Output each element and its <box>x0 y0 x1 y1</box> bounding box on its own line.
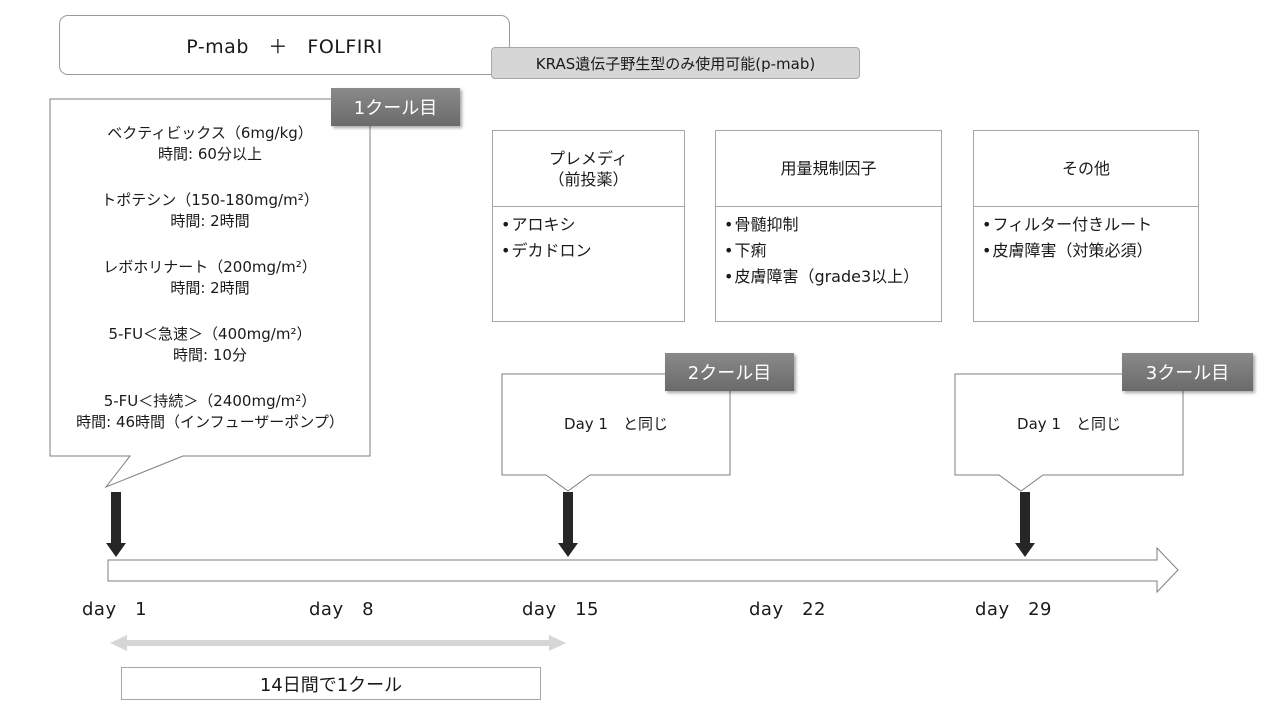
cycle2-content: Day 1 と同じ <box>502 413 730 434</box>
other-list: フィルター付きルート 皮膚障害（対策必須） <box>974 207 1198 264</box>
cycle-span-text: 14日間で1クール <box>259 674 403 696</box>
cycle-span-label: 14日間で1クール <box>121 667 541 700</box>
drug-name: 5-FU＜持続＞（2400mg/m²） <box>103 392 317 410</box>
premed-title-line2: （前投薬） <box>548 169 629 189</box>
cycle2-tag-text: 2クール目 <box>687 363 772 384</box>
drug-item: 5-FU＜急速＞（400mg/m²） 時間: 10分 <box>50 324 370 366</box>
other-title: その他 <box>1061 159 1110 178</box>
drug-time: 時間: 2時間 <box>170 212 250 230</box>
day-label: day 8 <box>309 599 375 620</box>
cycle3-tag-text: 3クール目 <box>1145 363 1230 384</box>
drug-time: 時間: 2時間 <box>170 279 250 297</box>
drug-name: 5-FU＜急速＞（400mg/m²） <box>108 325 312 343</box>
dose-limiting-header: 用量規制因子 <box>716 131 941 207</box>
cycle-span-arrow <box>110 635 566 651</box>
drug-name: ベクティビックス（6mg/kg） <box>107 124 313 142</box>
cycle1-callout <box>49 98 371 489</box>
dose-limiting-box: 用量規制因子 骨髄抑制 下痢 皮膚障害（grade3以上） <box>715 130 942 322</box>
day-label: day 15 <box>522 599 600 620</box>
list-item: 皮膚障害（対策必須） <box>982 238 1198 264</box>
down-arrow-day15 <box>558 492 578 557</box>
other-header: その他 <box>974 131 1198 207</box>
dose-limiting-title: 用量規制因子 <box>780 159 877 178</box>
cycle1-tag-text: 1クール目 <box>353 98 438 119</box>
kras-note-text: KRAS遺伝子野生型のみ使用可能(p-mab) <box>535 54 816 73</box>
cycle3-tag: 3クール目 <box>1122 353 1253 391</box>
drug-item: 5-FU＜持続＞（2400mg/m²） 時間: 46時間（インフューザーポンプ） <box>50 391 370 433</box>
day-label: day 22 <box>749 599 827 620</box>
kras-note: KRAS遺伝子野生型のみ使用可能(p-mab) <box>491 47 860 79</box>
list-item: 骨髄抑制 <box>724 212 941 238</box>
drug-item: レボホリナート（200mg/m²） 時間: 2時間 <box>50 257 370 299</box>
cycle1-drug-list: ベクティビックス（6mg/kg） 時間: 60分以上 トポテシン（150-180… <box>50 123 370 458</box>
drug-name: トポテシン（150-180mg/m²） <box>101 191 319 209</box>
cycle3-content: Day 1 と同じ <box>955 413 1183 434</box>
cycle3-text: Day 1 と同じ <box>1017 415 1121 433</box>
regimen-title: P-mab ＋ FOLFIRI <box>59 15 510 75</box>
timeline-arrow <box>107 546 1179 594</box>
dose-limiting-list: 骨髄抑制 下痢 皮膚障害（grade3以上） <box>716 207 941 290</box>
cycle2-tag: 2クール目 <box>665 353 794 391</box>
drug-time: 時間: 60分以上 <box>158 145 262 163</box>
day-label: day 29 <box>975 599 1053 620</box>
cycle1-tag: 1クール目 <box>331 88 460 126</box>
list-item: アロキシ <box>501 212 684 238</box>
list-item: フィルター付きルート <box>982 212 1198 238</box>
drug-time: 時間: 46時間（インフューザーポンプ） <box>76 413 344 431</box>
premed-header: プレメディ （前投薬） <box>493 131 684 207</box>
down-arrow-day29 <box>1015 492 1035 557</box>
drug-item: ベクティビックス（6mg/kg） 時間: 60分以上 <box>50 123 370 165</box>
premed-list: アロキシ デカドロン <box>493 207 684 264</box>
regimen-title-text: P-mab ＋ FOLFIRI <box>186 35 383 58</box>
day-label: day 1 <box>82 599 148 620</box>
down-arrow-day1 <box>106 492 126 557</box>
list-item: 下痢 <box>724 238 941 264</box>
list-item: 皮膚障害（grade3以上） <box>724 264 941 290</box>
list-item: デカドロン <box>501 238 684 264</box>
drug-item: トポテシン（150-180mg/m²） 時間: 2時間 <box>50 190 370 232</box>
drug-time: 時間: 10分 <box>173 346 247 364</box>
drug-name: レボホリナート（200mg/m²） <box>103 258 317 276</box>
cycle2-text: Day 1 と同じ <box>564 415 668 433</box>
premed-title-line1: プレメディ <box>549 148 628 168</box>
other-box: その他 フィルター付きルート 皮膚障害（対策必須） <box>973 130 1199 322</box>
premed-box: プレメディ （前投薬） アロキシ デカドロン <box>492 130 685 322</box>
